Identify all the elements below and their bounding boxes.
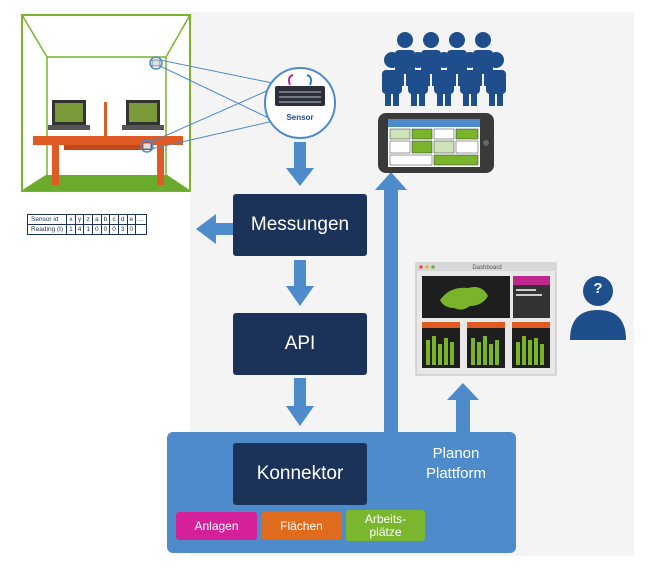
table-cell: a	[92, 214, 102, 225]
table-cell: c	[109, 214, 119, 225]
table-cell: 0	[100, 224, 111, 235]
tag-anlagen: Anlagen	[176, 512, 257, 540]
people-group-icon	[382, 32, 506, 106]
room-illustration	[20, 14, 192, 192]
table-reading-label: Reading (t)	[26, 224, 68, 235]
sensor-zoom-lines	[150, 59, 279, 150]
table-cell: 0	[109, 224, 119, 235]
sensor-icon	[264, 67, 336, 139]
planon-title-line2: Plattform	[425, 465, 486, 482]
table-cell: 0	[126, 224, 137, 235]
tablet-icon	[378, 113, 494, 173]
user-question-icon	[570, 276, 626, 340]
tag-flaechen: Flächen	[261, 512, 342, 540]
planon-platform-title: Planon Plattform	[400, 444, 512, 484]
table-cell: ...	[135, 214, 147, 225]
table-cell: z	[83, 214, 94, 225]
table-cell: d	[117, 214, 128, 225]
messungen-box: Messungen	[233, 194, 367, 256]
table-cell	[135, 224, 147, 235]
dashboard-title: Dashboard	[472, 265, 502, 271]
api-box: API	[233, 313, 367, 375]
tag-arbeitsplaetze: Arbeits- plätze	[346, 510, 425, 541]
table-cell: x	[66, 214, 76, 225]
table-cell: 0	[92, 224, 102, 235]
table-cell: y	[74, 214, 85, 225]
sensor-label: Sensor	[286, 113, 314, 122]
table-header-label: Sensor id	[26, 214, 68, 225]
question-mark: ?	[593, 280, 603, 297]
konnektor-box: Konnektor	[233, 443, 367, 505]
sensor-reading-table: Sensor id x y z a b c d e ... Reading (t…	[26, 214, 147, 235]
dashboard-window	[415, 262, 557, 376]
table-cell: b	[100, 214, 111, 225]
table-cell: 3	[117, 224, 128, 235]
table-cell: 4	[74, 224, 85, 235]
table-reading-row: Reading (t) 1 4 1 0 0 0 3 0	[26, 224, 147, 235]
flow-arrows	[196, 142, 479, 432]
table-cell: 1	[66, 224, 76, 235]
table-header-row: Sensor id x y z a b c d e ...	[26, 214, 147, 225]
planon-title-line1: Planon	[432, 445, 480, 462]
table-cell: e	[126, 214, 137, 225]
table-cell: 1	[83, 224, 94, 235]
